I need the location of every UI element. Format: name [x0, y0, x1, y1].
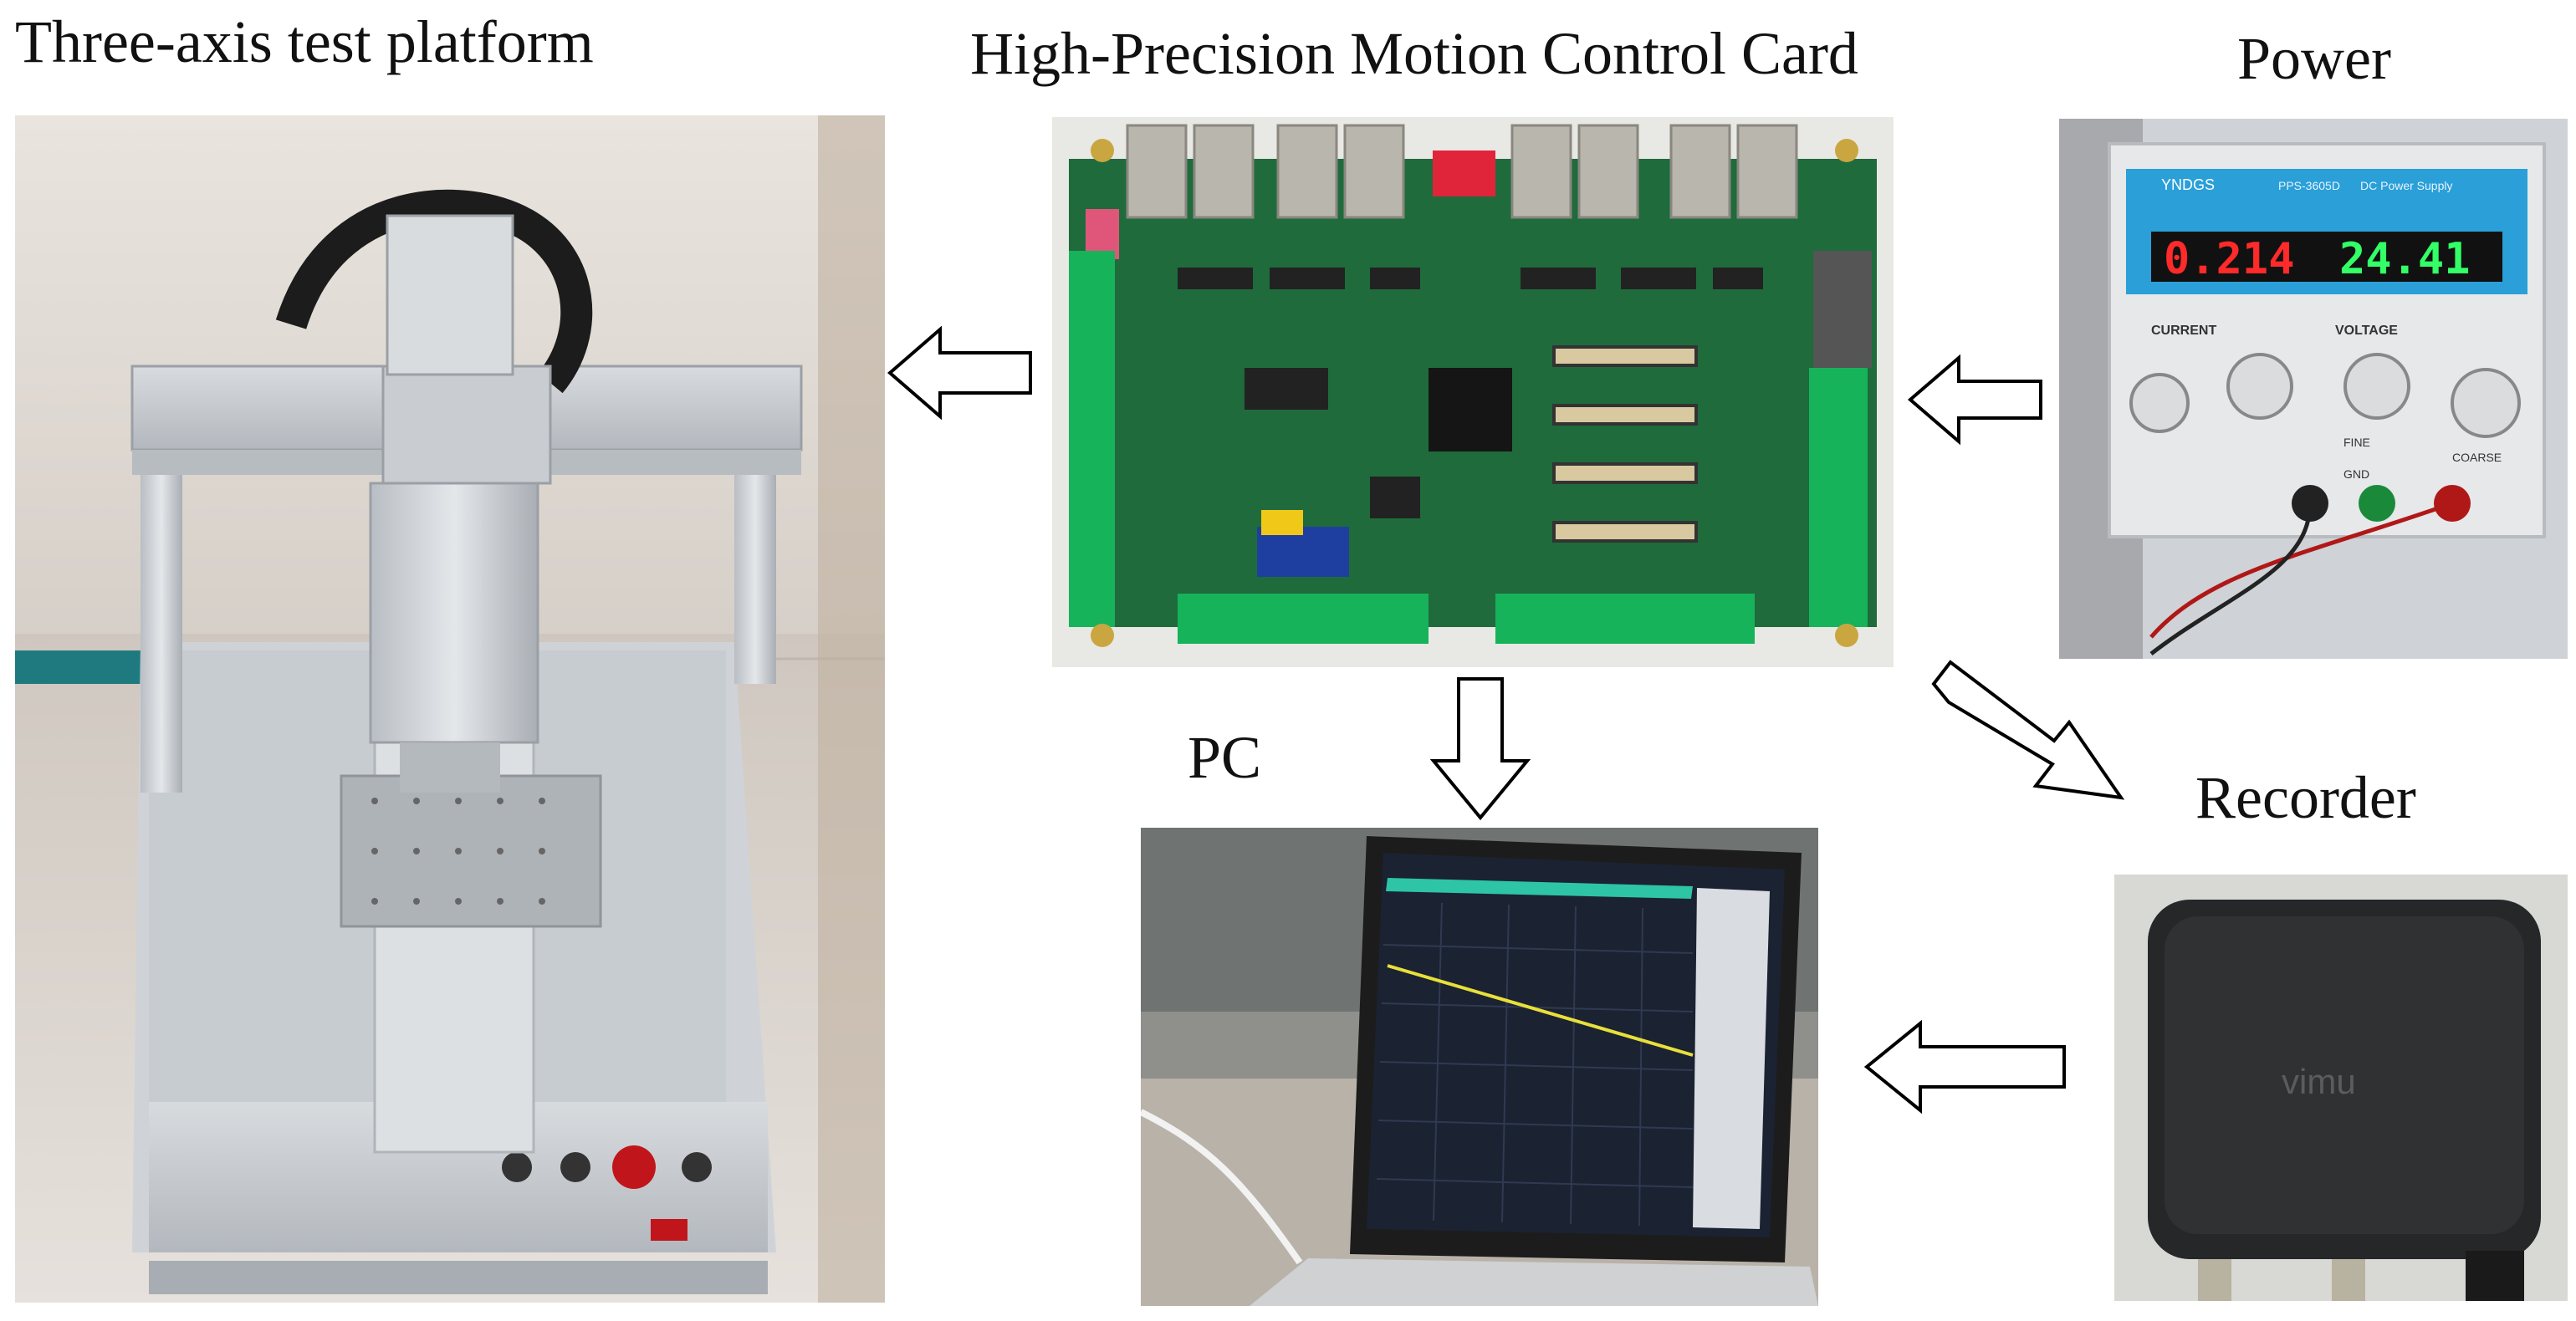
- voltage-readout: 24.41: [2339, 234, 2471, 284]
- left-arrow-icon: [1867, 1023, 2064, 1110]
- coarse-label: COARSE: [2452, 451, 2502, 464]
- arrow-power-to-card: [1909, 356, 2042, 443]
- recorder-brand: vimu: [2282, 1062, 2356, 1101]
- current-readout: 0.214: [2164, 234, 2295, 284]
- arrow-recorder-to-pc: [1865, 1022, 2066, 1112]
- arrow-card-to-recorder: [1932, 660, 2124, 803]
- voltage-label: VOLTAGE: [2335, 324, 2398, 338]
- motion-control-card-photo: [1052, 117, 1894, 667]
- arrow-card-to-pc: [1432, 677, 1529, 819]
- current-label: CURRENT: [2151, 324, 2216, 338]
- gnd-label: GND: [2343, 467, 2369, 481]
- label-recorder: Recorder: [2195, 768, 2416, 828]
- psu-model: PPS-3605D: [2278, 179, 2340, 192]
- down-arrow-icon: [1434, 679, 1527, 818]
- teal-box: [15, 650, 141, 684]
- psu-title: DC Power Supply: [2360, 179, 2453, 192]
- power-supply-photo: YNDGS PPS-3605D DC Power Supply 0.214 24…: [2059, 119, 2568, 659]
- label-three-axis-platform: Three-axis test platform: [15, 12, 594, 72]
- emergency-stop-icon: [612, 1145, 656, 1189]
- label-motion-control-card: High-Precision Motion Control Card: [970, 23, 1858, 84]
- diagonal-arrow-icon: [1934, 662, 2121, 798]
- left-arrow-icon: [890, 329, 1030, 416]
- arrow-card-to-platform: [888, 328, 1032, 418]
- fine-label: FINE: [2343, 436, 2370, 449]
- three-axis-platform-photo: [15, 115, 885, 1303]
- left-arrow-icon: [1910, 358, 2041, 441]
- label-pc: PC: [1188, 727, 1261, 788]
- psu-brand: YNDGS: [2161, 176, 2215, 193]
- current-coarse-knob: [2228, 354, 2292, 418]
- voltage-fine-knob: [2345, 354, 2409, 418]
- pc-laptop-photo: [1141, 828, 1818, 1306]
- recorder-photo: vimu: [2114, 875, 2568, 1301]
- current-fine-knob: [2131, 375, 2188, 431]
- label-power: Power: [2237, 28, 2391, 89]
- voltage-coarse-knob: [2452, 370, 2519, 436]
